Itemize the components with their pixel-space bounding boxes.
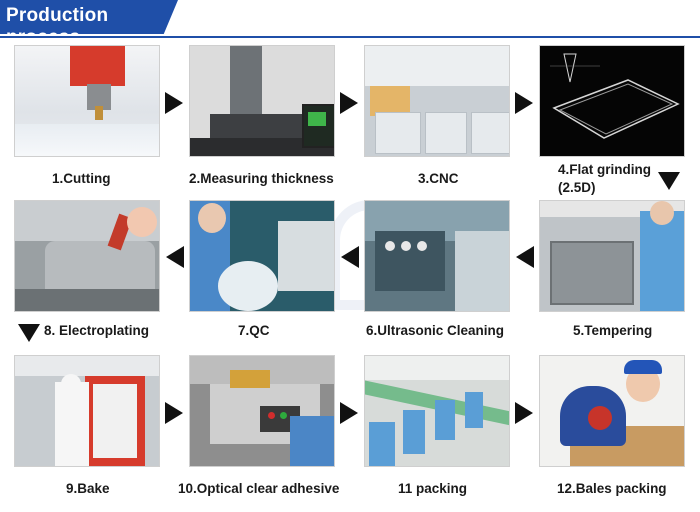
step-label-qc: 7.QC xyxy=(238,323,270,338)
arrow-right-icon xyxy=(340,402,358,424)
step-label-cutting: 1.Cutting xyxy=(52,171,111,186)
arrow-left-icon xyxy=(516,246,534,268)
arrow-right-icon xyxy=(165,92,183,114)
step-label-bake: 9.Bake xyxy=(66,481,110,496)
step-label-bales-packing: 12.Bales packing xyxy=(557,481,667,496)
photo-optical-clear-adhesive xyxy=(189,355,335,467)
page-title: Production process xyxy=(6,5,109,48)
photo-bales-packing xyxy=(539,355,685,467)
arrow-right-icon xyxy=(515,92,533,114)
photo-packing xyxy=(364,355,510,467)
header-divider xyxy=(0,36,700,38)
photo-flat-grinding xyxy=(539,45,685,157)
photo-measuring-thickness xyxy=(189,45,335,157)
arrow-left-icon xyxy=(166,246,184,268)
step-label-tempering: 5.Tempering xyxy=(573,323,653,338)
page-header: Production process xyxy=(0,0,178,34)
arrow-right-icon xyxy=(165,402,183,424)
step-label-ultrasonic-cleaning: 6.Ultrasonic Cleaning xyxy=(366,323,505,338)
step-label-flat-grinding-sub: (2.5D) xyxy=(558,180,596,195)
step-label-measuring-thickness: 2.Measuring thickness xyxy=(189,171,334,186)
photo-cutting xyxy=(14,45,160,157)
step-label-packing: 11 packing xyxy=(398,481,468,496)
arrow-left-icon xyxy=(341,246,359,268)
step-label-electroplating: 8. Electroplating xyxy=(44,323,150,338)
step-label-cnc: 3.CNC xyxy=(418,171,459,186)
step-label-flat-grinding: 4.Flat grinding xyxy=(558,162,651,177)
photo-electroplating xyxy=(14,200,160,312)
arrow-right-icon xyxy=(340,92,358,114)
photo-qc xyxy=(189,200,335,312)
arrow-down-icon xyxy=(18,324,40,342)
arrow-right-icon xyxy=(515,402,533,424)
photo-bake xyxy=(14,355,160,467)
photo-ultrasonic-cleaning xyxy=(364,200,510,312)
photo-tempering xyxy=(539,200,685,312)
photo-cnc xyxy=(364,45,510,157)
step-label-optical-clear-adhesive: 10.Optical clear adhesive xyxy=(178,481,340,496)
arrow-down-icon xyxy=(658,172,680,190)
